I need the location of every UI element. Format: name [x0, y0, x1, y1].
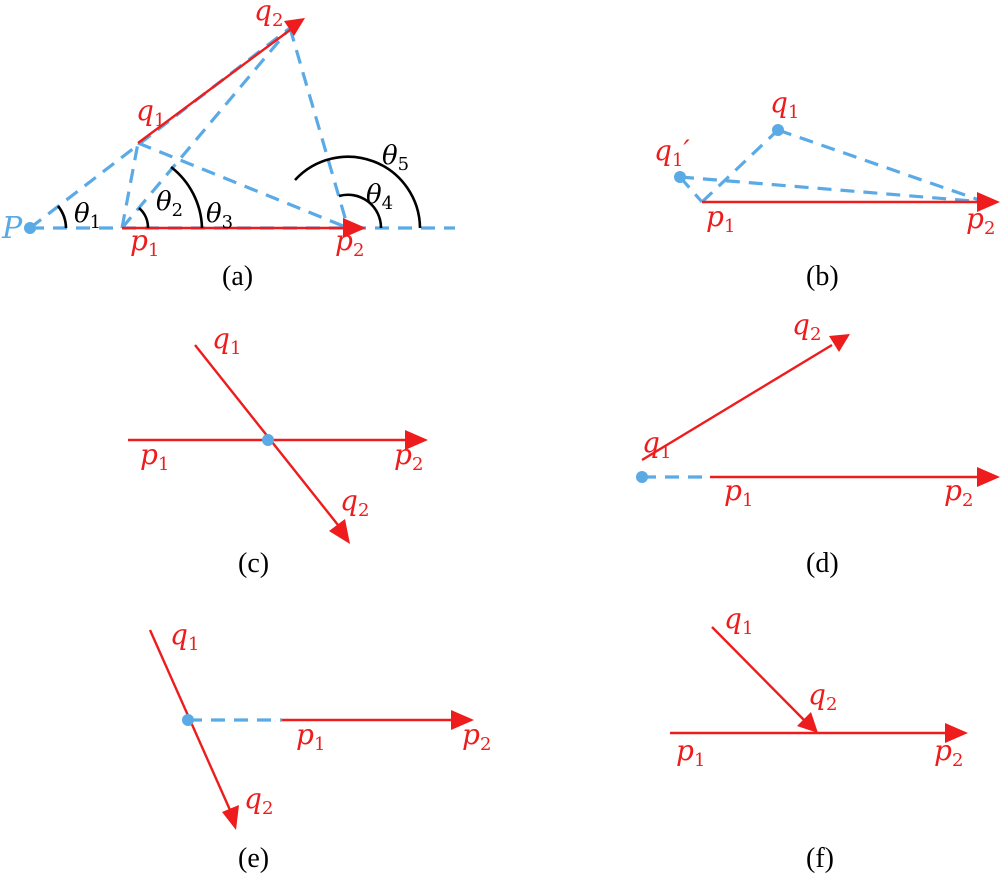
panel-a: P p1 p2 q1 q2 θ1 θ2 θ3 θ4 θ5 (a): [1, 0, 455, 292]
label-p2: p2: [462, 718, 491, 755]
angle-arc-theta3: [170, 165, 204, 229]
arrowhead-q2: [284, 18, 305, 36]
line-q2-p2-dashed: [288, 27, 350, 229]
caption-c: (c): [238, 548, 269, 579]
label-q1: q1: [642, 426, 671, 463]
label-p1: p1: [130, 224, 159, 261]
segment-q1-q2: [711, 626, 805, 721]
label-q2: q2: [808, 678, 837, 715]
label-p2: p2: [944, 474, 973, 511]
line-q1-p2-dashed: [137, 141, 349, 230]
label-theta4: θ4: [366, 180, 393, 214]
panel-f: q1 q2 p1 p2 (f): [670, 602, 968, 874]
arrowhead-p2: [343, 218, 366, 238]
angle-arc-theta1: [56, 205, 68, 229]
panel-c: q1 p1 p2 q2 (c): [128, 322, 428, 579]
arrowhead-p2: [945, 723, 968, 743]
label-p1: p1: [706, 200, 735, 237]
arrowhead-q2: [329, 519, 350, 544]
label-theta1: θ1: [74, 199, 101, 233]
label-p1: p1: [676, 734, 705, 771]
label-theta2: θ2: [156, 187, 183, 221]
arrowhead-q2: [829, 334, 850, 352]
panel-e: q1 p1 p2 q2 (e): [148, 618, 491, 874]
panel-b: q1 q1′ p1 p2 (b): [654, 86, 1000, 292]
line-q1prime-p2-dashed: [679, 175, 986, 204]
label-q1: q1: [170, 618, 199, 655]
label-q2: q2: [244, 782, 273, 819]
panel-d: q1 q2 p1 p2 (d): [636, 308, 1000, 579]
label-q2: q2: [792, 308, 821, 345]
arrowhead-p2: [977, 467, 1000, 487]
angle-arc-theta2: [138, 207, 150, 229]
angle-arc-theta5: [294, 155, 422, 229]
label-q1-prime: q1′: [654, 134, 690, 171]
label-q2: q2: [254, 0, 283, 31]
label-q1: q1: [212, 322, 241, 359]
point-on-q-segment: [182, 714, 194, 726]
segment-q1-q2: [641, 343, 833, 462]
point-endpoint: [636, 471, 648, 483]
caption-a: (a): [222, 261, 253, 292]
line-p1-q1-dashed: [700, 128, 780, 204]
arrowhead-p2: [451, 710, 474, 730]
caption-b: (b): [806, 261, 839, 292]
label-q1: q1: [136, 94, 165, 131]
segment-q1-q2: [137, 29, 291, 144]
angle-arc-theta4: [338, 193, 383, 229]
label-p2: p2: [934, 734, 963, 771]
label-P: P: [1, 211, 23, 246]
arrowhead-p2: [405, 430, 428, 450]
caption-d: (d): [806, 548, 839, 579]
caption-e: (e): [238, 843, 269, 874]
label-q2: q2: [340, 484, 369, 521]
label-p2: p2: [394, 438, 423, 475]
label-q1: q1: [724, 602, 753, 639]
arrowhead-q2: [222, 805, 239, 830]
caption-f: (f): [806, 843, 834, 874]
line-p1-q2-dashed: [120, 26, 292, 230]
line-q1-p2-dashed: [777, 128, 986, 204]
label-theta5: θ5: [382, 141, 409, 175]
point-q1: [772, 124, 784, 136]
label-p1: p1: [140, 438, 169, 475]
label-p2: p2: [966, 202, 995, 239]
point-P: [24, 222, 36, 234]
label-p2: p2: [335, 224, 364, 261]
point-q1-prime: [674, 171, 686, 183]
label-p1: p1: [296, 718, 325, 755]
arrowhead-q2: [797, 712, 818, 733]
label-p1: p1: [724, 474, 753, 511]
label-theta3: θ3: [206, 199, 233, 233]
arrowhead-p2: [977, 192, 1000, 212]
intersection-point: [262, 434, 274, 446]
line-p1-q1-dashed: [120, 142, 140, 229]
label-q1: q1: [770, 86, 799, 123]
